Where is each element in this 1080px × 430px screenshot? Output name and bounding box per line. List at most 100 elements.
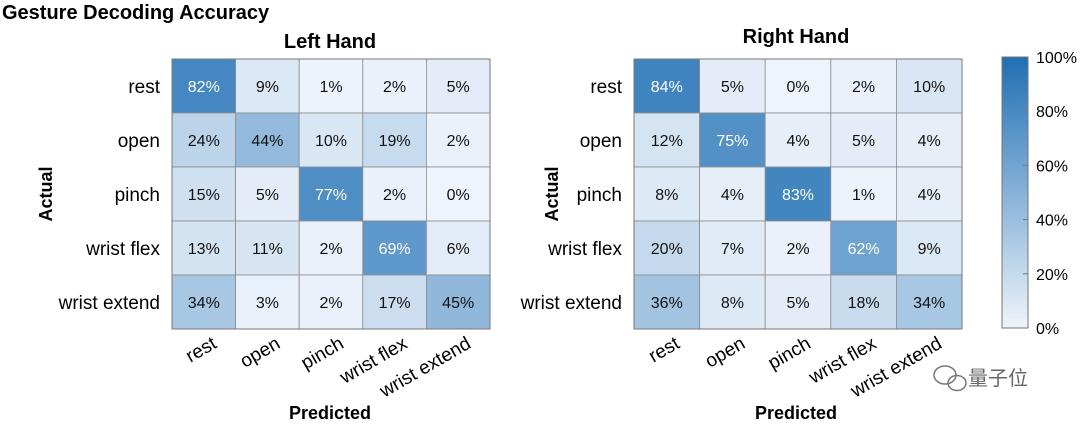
- colorbar-tick-label: 20%: [1036, 267, 1068, 284]
- heatmap-cell: [699, 220, 766, 276]
- row-tick-label: wrist flex: [85, 239, 160, 260]
- colorbar-tick-label: 0%: [1036, 321, 1059, 338]
- cell-value: 9%: [256, 79, 279, 96]
- heatmap-cell: [896, 166, 963, 222]
- watermark-text: 量子位: [968, 367, 1028, 390]
- y-axis-label: Actual: [542, 166, 562, 221]
- cell-value: 5%: [786, 295, 809, 312]
- y-axis-label: Actual: [36, 166, 56, 221]
- heatmap-cell: [362, 166, 427, 222]
- heatmap-cell: [896, 274, 963, 330]
- cell-value: 20%: [651, 241, 683, 258]
- cell-value: 17%: [379, 295, 411, 312]
- row-tick-label: wrist extend: [520, 293, 622, 314]
- cell-value: 84%: [651, 79, 683, 96]
- heatmap-cell: [298, 220, 364, 276]
- cell-value: 62%: [848, 241, 880, 258]
- cell-value: 11%: [252, 241, 283, 258]
- cell-value: 4%: [786, 133, 809, 150]
- cell-value: 83%: [782, 187, 814, 204]
- cell-value: 12%: [651, 133, 683, 150]
- heatmap-cell: [830, 166, 897, 222]
- colorbar-tick-label: 100%: [1036, 50, 1077, 67]
- panel-0: Left Hand82%9%1%2%5%24%44%10%19%2%15%5%7…: [36, 31, 491, 423]
- row-tick-label: pinch: [577, 185, 622, 206]
- x-axis-label: Predicted: [289, 403, 371, 423]
- heatmap-cell: [425, 274, 491, 330]
- cell-value: 0%: [447, 187, 470, 204]
- grid-frame: [171, 58, 491, 330]
- heatmap-cell: [235, 58, 300, 114]
- figure-title: Gesture Decoding Accuracy: [2, 2, 270, 24]
- cell-value: 0%: [786, 79, 809, 96]
- heatmap-cell: [633, 274, 700, 330]
- heatmap-cell: [235, 274, 300, 330]
- cell-value: 19%: [379, 133, 411, 150]
- cell-value: 2%: [383, 79, 406, 96]
- cell-value: 4%: [918, 187, 941, 204]
- cell-value: 5%: [256, 187, 279, 204]
- cell-value: 82%: [188, 79, 220, 96]
- heatmap-cell: [699, 112, 766, 168]
- cell-value: 77%: [315, 187, 347, 204]
- heatmap-cell: [171, 274, 236, 330]
- colorbar-tick-label: 60%: [1036, 158, 1068, 175]
- row-tick-label: wrist extend: [58, 293, 160, 314]
- cell-value: 3%: [256, 295, 279, 312]
- heatmap-cell: [425, 220, 491, 276]
- cell-value: 9%: [918, 241, 941, 258]
- row-tick-label: wrist flex: [547, 239, 622, 260]
- cell-value: 69%: [379, 241, 411, 258]
- cell-value: 1%: [319, 79, 342, 96]
- panel-1: Right Hand84%5%0%2%10%12%75%4%5%4%8%4%83…: [520, 26, 963, 423]
- cell-value: 2%: [319, 241, 342, 258]
- panel-title: Left Hand: [284, 31, 376, 53]
- x-axis-label: Predicted: [755, 403, 837, 423]
- heatmap-cell: [896, 58, 963, 114]
- col-tick-label: rest: [645, 333, 684, 367]
- cell-value: 4%: [721, 187, 744, 204]
- heatmap-cell: [830, 220, 897, 276]
- row-tick-label: pinch: [115, 185, 160, 206]
- cell-value: 2%: [447, 133, 470, 150]
- cell-value: 5%: [721, 79, 744, 96]
- wechat-icon: [933, 365, 967, 392]
- cell-value: 44%: [251, 133, 283, 150]
- row-tick-label: rest: [128, 77, 160, 98]
- watermark: 量子位: [933, 365, 1028, 392]
- heatmap-cell: [362, 220, 427, 276]
- heatmap-cell: [830, 112, 897, 168]
- heatmap-cell: [764, 274, 832, 330]
- cell-value: 1%: [852, 187, 875, 204]
- heatmap-cell: [425, 58, 491, 114]
- colorbar: 0% 20% 40% 60% 80% 100%: [1001, 50, 1077, 338]
- heatmap-cell: [699, 166, 766, 222]
- heatmap-cell: [171, 58, 236, 114]
- cell-value: 5%: [447, 79, 470, 96]
- colorbar-gradient: [1001, 56, 1029, 329]
- cell-value: 6%: [447, 241, 470, 258]
- row-tick-label: open: [580, 131, 622, 152]
- panel-title: Right Hand: [743, 26, 850, 48]
- col-tick-label: open: [702, 333, 749, 372]
- heatmap-cell: [298, 166, 364, 222]
- cell-value: 10%: [315, 133, 347, 150]
- cell-value: 2%: [319, 295, 342, 312]
- cell-value: 5%: [852, 133, 875, 150]
- cell-value: 8%: [721, 295, 744, 312]
- colorbar-tick-label: 40%: [1036, 213, 1068, 230]
- cell-value: 34%: [913, 295, 945, 312]
- heatmap-cell: [425, 112, 491, 168]
- heatmap-cell: [764, 112, 832, 168]
- heatmap-cell: [362, 58, 427, 114]
- grid-frame: [633, 58, 963, 330]
- cell-value: 24%: [188, 133, 220, 150]
- cell-value: 34%: [188, 295, 220, 312]
- cell-value: 2%: [383, 187, 406, 204]
- heatmap-cell: [235, 220, 300, 276]
- cell-value: 7%: [721, 241, 744, 258]
- cell-value: 10%: [913, 79, 945, 96]
- colorbar-tick-label: 80%: [1036, 104, 1068, 121]
- cell-value: 36%: [651, 295, 683, 312]
